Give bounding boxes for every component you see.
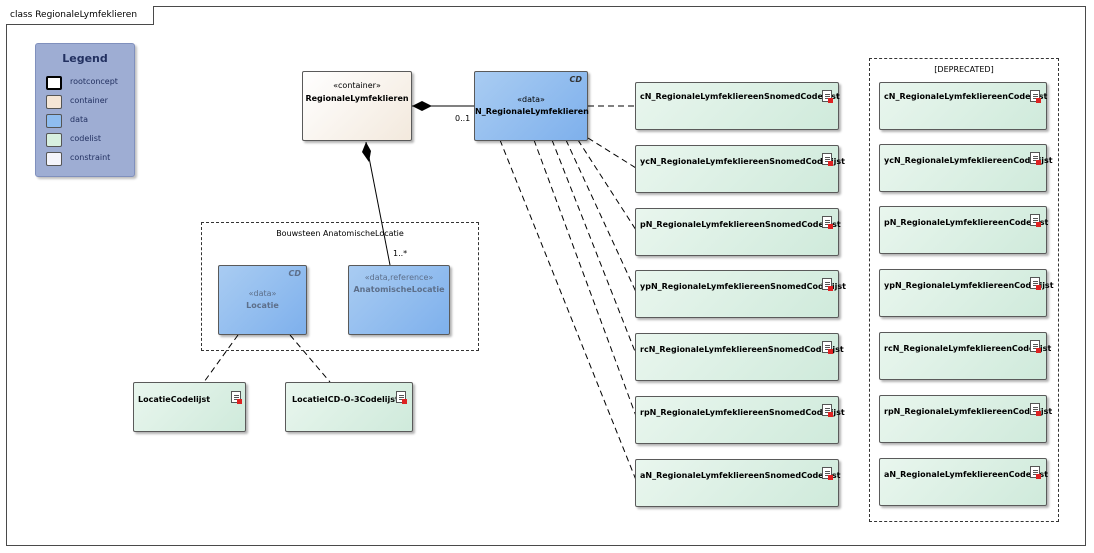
codelist-name: rpN_RegionaleLymfekliereenSnomedCodelijs… <box>640 408 845 417</box>
codelist-node[interactable]: pN_RegionaleLymfekliereenSnomedCodelijst <box>635 208 841 256</box>
dependency-link <box>565 139 637 293</box>
codelist-name: aN_RegionaleLymfekliereenSnomedCodelijst <box>640 471 841 480</box>
codelist-name: aN_RegionaleLymfekliereenCodelijst <box>884 470 1048 479</box>
codelist-icon <box>822 404 833 417</box>
dependency-link <box>551 139 637 355</box>
codelist-icon <box>1030 90 1041 103</box>
codelist-icon <box>1030 214 1041 227</box>
codelist-icon <box>822 90 833 103</box>
anatomische-locatie-node[interactable]: «data,reference» AnatomischeLocatie <box>348 265 450 335</box>
legend-title: Legend <box>62 52 108 65</box>
legend-label: rootconcept <box>70 77 118 86</box>
codelist-icon <box>822 341 833 354</box>
node-stereotype: «container» <box>333 81 381 90</box>
codelist-node[interactable]: ypN_RegionaleLymfekliereenSnomedCodelijs… <box>635 270 846 318</box>
locatie-node[interactable]: CD «data» Locatie <box>218 265 307 335</box>
node-tag: CD <box>569 75 582 84</box>
codelist-name: ypN_RegionaleLymfekliereenCodelijst <box>884 281 1054 290</box>
group-title: [DEPRECATED] <box>934 65 994 74</box>
codelist-icon <box>231 391 242 404</box>
composition-link-anatomische <box>365 141 391 266</box>
deprecated-group: [DEPRECATED] <box>869 58 1059 522</box>
codelist-name: cN_RegionaleLymfekliereenSnomedCodelijst <box>640 92 840 101</box>
building-block-group: Bouwsteen AnatomischeLocatie <box>201 222 479 351</box>
legend: Legend rootconcept container data codeli… <box>35 43 135 177</box>
legend-swatch <box>46 133 62 147</box>
legend-swatch <box>46 114 62 128</box>
multiplicity-label: 0..1 <box>455 114 471 123</box>
codelist-node[interactable]: rpN_RegionaleLymfekliereenSnomedCodelijs… <box>635 396 845 444</box>
codelist-node[interactable]: rcN_RegionaleLymfekliereenCodelijst <box>879 332 1051 380</box>
codelist-name: cN_RegionaleLymfekliereenCodelijst <box>884 92 1048 101</box>
composition-diamond-main <box>412 101 432 111</box>
codelist-node[interactable]: rcN_RegionaleLymfekliereenSnomedCodelijs… <box>635 333 844 381</box>
node-name: RegionaleLymfeklieren <box>305 94 409 103</box>
composition-diamond-anatomische <box>362 142 371 162</box>
node-stereotype: «data» <box>517 95 545 104</box>
multiplicity-label: 1..* <box>393 249 408 258</box>
codelist-icon <box>1030 466 1041 479</box>
codelist-icon <box>1030 340 1041 353</box>
codelist-name: rcN_RegionaleLymfekliereenCodelijst <box>884 344 1052 353</box>
codelist-node[interactable]: pN_RegionaleLymfekliereenCodelijst <box>879 206 1049 254</box>
codelist-icon <box>822 278 833 291</box>
node-name: AnatomischeLocatie <box>353 285 445 294</box>
codelist-node[interactable]: cN_RegionaleLymfekliereenSnomedCodelijst <box>635 82 840 130</box>
legend-swatch <box>46 95 62 109</box>
codelist-name: pN_RegionaleLymfekliereenCodelijst <box>884 218 1049 227</box>
codelist-node[interactable]: rpN_RegionaleLymfekliereenCodelijst <box>879 395 1052 443</box>
legend-label: data <box>70 115 89 124</box>
container-node[interactable]: «container» RegionaleLymfeklieren <box>302 71 412 141</box>
codelist-icon <box>822 467 833 480</box>
codelist-node[interactable]: ycN_RegionaleLymfekliereenCodelijst <box>879 144 1053 192</box>
codelist-node[interactable]: LocatieICD-O-3Codelijst <box>285 382 413 432</box>
codelist-name: ycN_RegionaleLymfekliereenCodelijst <box>884 156 1053 165</box>
dependency-link <box>499 139 637 481</box>
codelist-name: rcN_RegionaleLymfekliereenSnomedCodelijs… <box>640 345 844 354</box>
codelist-name: rpN_RegionaleLymfekliereenCodelijst <box>884 407 1053 416</box>
legend-swatch <box>46 76 62 90</box>
codelist-node[interactable]: aN_RegionaleLymfekliereenSnomedCodelijst <box>635 459 841 507</box>
legend-label: container <box>70 96 108 105</box>
codelist-name: LocatieCodelijst <box>138 395 211 404</box>
codelist-name: ycN_RegionaleLymfekliereenSnomedCodelijs… <box>640 157 845 166</box>
codelist-name: ypN_RegionaleLymfekliereenSnomedCodelijs… <box>640 282 846 291</box>
codelist-icon <box>1030 403 1041 416</box>
group-title: Bouwsteen AnatomischeLocatie <box>276 229 404 238</box>
codelist-icon <box>822 216 833 229</box>
dependency-link <box>577 139 637 231</box>
legend-label: constraint <box>70 153 111 162</box>
main-data-node[interactable]: CD «data» N_RegionaleLymfeklieren <box>474 71 589 141</box>
node-stereotype: «data,reference» <box>364 273 434 282</box>
node-name: Locatie <box>246 301 279 310</box>
dependency-link <box>587 137 637 169</box>
node-stereotype: «data» <box>248 289 277 298</box>
codelist-icon <box>1030 152 1041 165</box>
codelist-icon <box>822 153 833 166</box>
diagram-frame <box>6 6 1086 546</box>
codelist-node[interactable]: ycN_RegionaleLymfekliereenSnomedCodelijs… <box>635 145 845 193</box>
dependency-link <box>289 334 331 383</box>
dependency-link <box>533 139 637 417</box>
codelist-node[interactable]: aN_RegionaleLymfekliereenCodelijst <box>879 458 1048 506</box>
legend-label: codelist <box>70 134 102 143</box>
legend-swatch <box>46 152 62 166</box>
codelist-icon <box>396 391 407 404</box>
diagram-title: class RegionaleLymfeklieren <box>6 6 155 25</box>
codelist-node[interactable]: ypN_RegionaleLymfekliereenCodelijst <box>879 269 1054 317</box>
codelist-name: LocatieICD-O-3Codelijst <box>292 395 399 404</box>
codelist-icon <box>1030 277 1041 290</box>
node-name: N_RegionaleLymfeklieren <box>475 107 589 116</box>
codelist-node[interactable]: cN_RegionaleLymfekliereenCodelijst <box>879 82 1047 130</box>
codelist-node[interactable]: LocatieCodelijst <box>133 382 246 432</box>
codelist-name: pN_RegionaleLymfekliereenSnomedCodelijst <box>640 220 841 229</box>
node-tag: CD <box>288 269 301 278</box>
